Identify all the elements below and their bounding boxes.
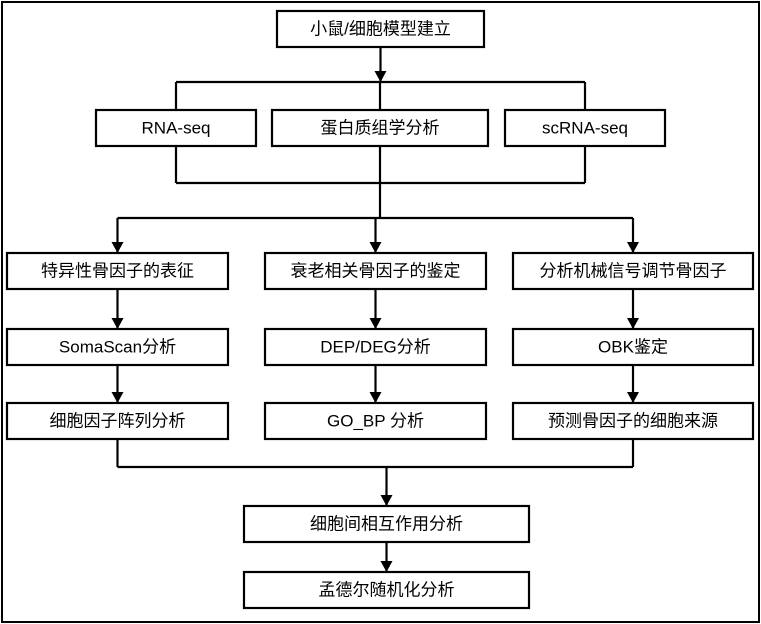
- edge-senescence-to-depdeg-head: [369, 318, 382, 329]
- edge-cellcell-to-mendelian-head: [380, 561, 393, 572]
- node-box-cellsource[interactable]: [511, 401, 755, 441]
- node-label-scrnaseq: scRNA-seq: [542, 118, 628, 137]
- node-label-somascan: SomaScan分析: [59, 337, 176, 356]
- edge-mechanical-to-obk-head: [627, 318, 639, 329]
- node-box-rnaseq[interactable]: [94, 108, 258, 148]
- node-label-depdeg: DEP/DEG分析: [320, 337, 431, 356]
- node-box-depdeg[interactable]: [263, 327, 488, 367]
- node-label-cellsource: 预测骨因子的细胞来源: [548, 411, 718, 430]
- edge-model-to-bus-head: [374, 71, 387, 82]
- connector-layer: [111, 47, 639, 572]
- node-label-proteomics: 蛋白质组学分析: [321, 118, 440, 137]
- edge-obk-to-cellsource-head: [627, 392, 639, 403]
- node-box-obk[interactable]: [511, 327, 755, 367]
- node-gobp[interactable]: GO_BP 分析: [263, 401, 488, 441]
- edge-depdeg-to-gobp-head: [369, 392, 382, 403]
- node-model[interactable]: 小鼠/细胞模型建立: [275, 9, 486, 49]
- node-label-specific: 特异性骨因子的表征: [41, 261, 194, 280]
- node-senescence[interactable]: 衰老相关骨因子的鉴定: [263, 251, 488, 291]
- node-box-specific[interactable]: [5, 251, 230, 291]
- node-layer: 小鼠/细胞模型建立 RNA-seq 蛋白质组学分析 scRNA-seq 特异性骨因子的表…: [5, 9, 755, 610]
- node-somascan[interactable]: SomaScan分析: [5, 327, 230, 367]
- node-label-gobp: GO_BP 分析: [327, 411, 424, 430]
- node-proteomics[interactable]: 蛋白质组学分析: [270, 108, 490, 148]
- node-box-proteomics[interactable]: [270, 108, 490, 148]
- node-obk[interactable]: OBK鉴定: [511, 327, 755, 367]
- edge-somascan-to-cytokine-head: [111, 392, 124, 403]
- node-box-mechanical[interactable]: [511, 251, 755, 291]
- node-cytokine[interactable]: 细胞因子阵列分析: [5, 401, 230, 441]
- edge-bus-to-senescence-head: [369, 242, 382, 253]
- node-depdeg[interactable]: DEP/DEG分析: [263, 327, 488, 367]
- node-label-cellcell: 细胞间相互作用分析: [310, 514, 463, 533]
- node-box-model[interactable]: [275, 9, 486, 49]
- node-label-mendelian: 孟德尔随机化分析: [319, 580, 455, 599]
- node-label-cytokine: 细胞因子阵列分析: [50, 411, 186, 430]
- node-mendelian[interactable]: 孟德尔随机化分析: [242, 570, 531, 610]
- edge-bus-to-specific-head: [111, 242, 124, 253]
- edge-bus-to-cellcell-head: [380, 495, 393, 506]
- node-box-gobp[interactable]: [263, 401, 488, 441]
- node-label-rnaseq: RNA-seq: [142, 118, 211, 137]
- node-box-cellcell[interactable]: [242, 504, 531, 544]
- node-label-model: 小鼠/细胞模型建立: [310, 19, 451, 38]
- node-mechanical[interactable]: 分析机械信号调节骨因子: [511, 251, 755, 291]
- edge-bus-to-mechanical-head: [627, 242, 639, 253]
- node-cellcell[interactable]: 细胞间相互作用分析: [242, 504, 531, 544]
- node-rnaseq[interactable]: RNA-seq: [94, 108, 258, 148]
- node-cellsource[interactable]: 预测骨因子的细胞来源: [511, 401, 755, 441]
- node-scrnaseq[interactable]: scRNA-seq: [503, 108, 667, 148]
- node-label-obk: OBK鉴定: [598, 337, 668, 356]
- node-specific[interactable]: 特异性骨因子的表征: [5, 251, 230, 291]
- node-box-scrnaseq[interactable]: [503, 108, 667, 148]
- node-label-senescence: 衰老相关骨因子的鉴定: [291, 261, 461, 280]
- node-box-cytokine[interactable]: [5, 401, 230, 441]
- node-box-somascan[interactable]: [5, 327, 230, 367]
- node-box-mendelian[interactable]: [242, 570, 531, 610]
- edge-specific-to-somascan-head: [111, 318, 124, 329]
- node-label-mechanical: 分析机械信号调节骨因子: [540, 261, 727, 280]
- node-box-senescence[interactable]: [263, 251, 488, 291]
